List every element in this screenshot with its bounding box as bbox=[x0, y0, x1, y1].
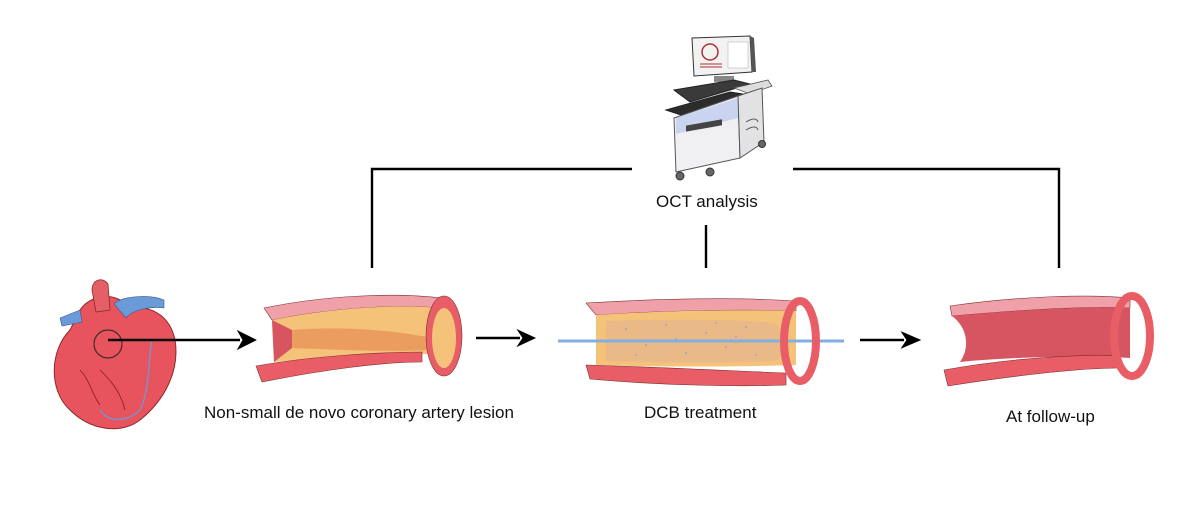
oct-machine-icon bbox=[664, 35, 773, 181]
artery-lesion-icon bbox=[255, 294, 463, 383]
artery-healthy-icon bbox=[943, 292, 1154, 387]
dcb-label: DCB treatment bbox=[644, 403, 757, 422]
arrowhead-1 bbox=[236, 329, 257, 351]
connector-to-lesion bbox=[370, 167, 632, 268]
arrowhead-2 bbox=[516, 328, 537, 348]
oct-analysis-label: OCT analysis bbox=[656, 192, 758, 211]
artery-balloon-icon bbox=[558, 297, 844, 387]
followup-label: At follow-up bbox=[1006, 407, 1095, 426]
lesion-label: Non-small de novo coronary artery lesion bbox=[204, 403, 514, 422]
connector-to-followup bbox=[793, 167, 1061, 268]
arrowhead-3 bbox=[900, 331, 922, 349]
heart-icon bbox=[53, 279, 177, 430]
